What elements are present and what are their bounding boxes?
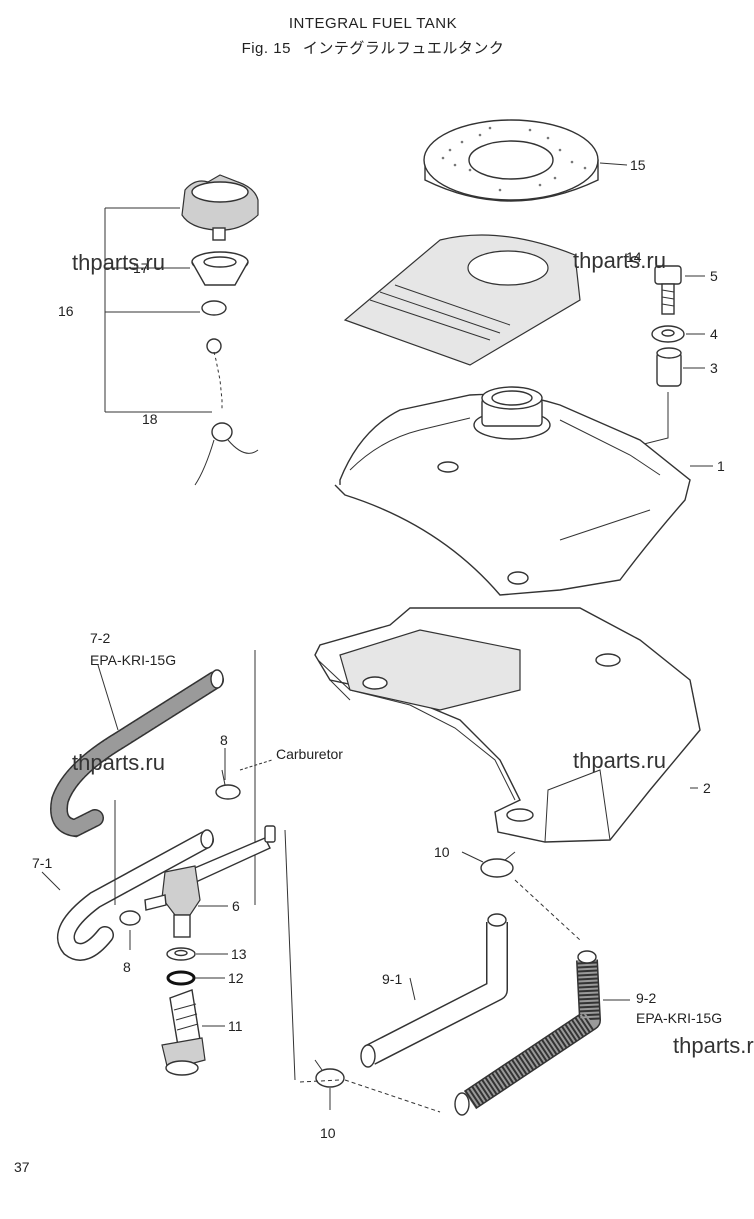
callout-9-2: 9-2 [636,990,656,1006]
callout-12: 12 [228,970,244,986]
callout-4: 4 [710,326,718,342]
carburetor-pointer-line [239,759,273,771]
part-1-upper-fuel-tank [334,386,691,596]
hose-routing-dashed [299,879,581,1113]
figure-label: Fig. 15 [241,40,291,57]
callout-2: 2 [703,780,711,796]
part-18-retaining-chain [194,300,259,486]
part-16-filler-cap [181,174,259,241]
part-11-fuel-strainer [161,989,206,1076]
part-7-2-braided-hose [50,669,224,838]
callout-18: 18 [142,411,158,427]
part-10-hose-clamp-upper [480,851,516,878]
part-17-cap-gasket [191,251,249,286]
callout-16: 16 [58,303,74,319]
leader-7-1 [41,871,61,891]
carburetor-label: Carburetor [276,746,343,762]
watermark-mid-right: thparts.ru [573,748,666,773]
leader-9-1 [409,977,416,1001]
page-number: 37 [14,1159,30,1175]
part-2-lower-tank-frame [314,607,701,843]
callout-8-lower: 8 [123,959,131,975]
watermark-bottom-right: thparts.ru [673,1033,754,1058]
part-15-filter-ring [423,119,599,202]
part-8-hose-clamp-lower [119,910,141,926]
watermark-top-left: thparts.ru [72,250,165,275]
callout-9-2-spec: EPA-KRI-15G [636,1010,722,1026]
leader-bolt-to-tank [639,392,669,446]
callout-17: 17 [133,260,149,276]
hose-routing-lines [114,650,256,905]
callout-1: 1 [717,458,725,474]
callout-13: 13 [231,946,247,962]
leader-10-upper [461,851,484,863]
leader-15 [599,162,628,166]
part-3-collar [656,347,682,387]
callout-3: 3 [710,360,718,376]
part-9-2-braided-hose [454,950,601,1116]
callout-6: 6 [232,898,240,914]
callout-9-1: 9-1 [382,971,402,987]
figure-heading: Fig. 15 インテグラルフュエルタンク [88,37,658,58]
part-7-1-fuel-hose [57,829,214,961]
callout-10-upper: 10 [434,844,450,860]
part-5-bolt [654,265,682,315]
diagram-title: INTEGRAL FUEL TANK [288,15,458,32]
part-4-washer [651,325,685,343]
watermark-mid-left: thparts.ru [72,750,165,775]
part-13-washer [166,947,196,961]
callout-7-2-spec: EPA-KRI-15G [90,652,176,668]
callout-11: 11 [228,1018,243,1034]
part-12-o-ring [166,970,196,986]
callout-15: 15 [630,157,646,173]
diagram-title-japanese: インテグラルフュエルタンク [302,40,505,57]
leader-bracket-16 [104,207,212,413]
part-10-hose-clamp-lower [314,1059,345,1088]
part-8-hose-clamp-upper [215,769,241,800]
part-9-1-fuel-hose [360,913,508,1068]
leader-7-2 [97,664,119,731]
callout-10-lower: 10 [320,1125,336,1141]
callout-14: 14 [626,249,642,265]
callout-7-1: 7-1 [32,855,52,871]
callout-5: 5 [710,268,718,284]
part-6-fuel-cock [144,825,296,1081]
callout-8-upper: 8 [220,732,228,748]
part-14-gasket-plate [343,234,581,366]
watermark-top-right: thparts.ru [573,248,666,273]
callout-7-2: 7-2 [90,630,110,646]
